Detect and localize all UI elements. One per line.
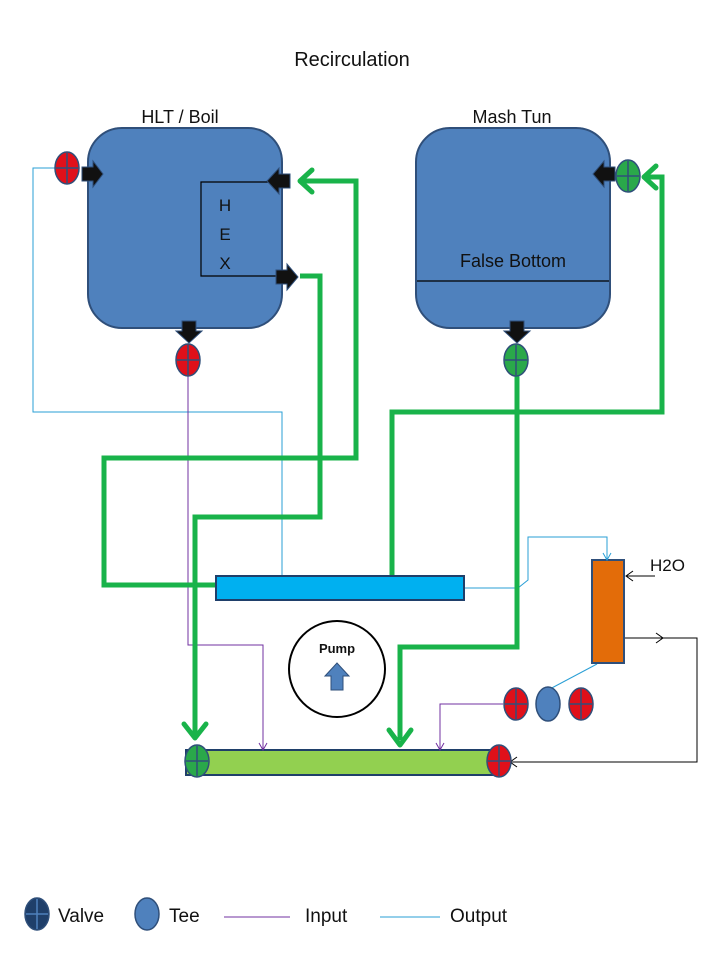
h2o-label: H2O	[650, 556, 685, 575]
counterflow-chiller	[591, 559, 625, 664]
legend-output-label: Output	[450, 906, 508, 927]
mash-tun-vessel	[415, 127, 611, 329]
wort-line-mash-drain	[397, 376, 520, 740]
mash-tun-label: Mash Tun	[472, 107, 551, 127]
wort-arrowheads	[181, 163, 659, 748]
hex-return-arrow-icon	[266, 166, 291, 196]
arrowhead-pump-outlet	[386, 727, 414, 748]
output-lines	[32, 167, 608, 691]
legend-valve-label: Valve	[58, 906, 104, 927]
chiller-outlet-line	[510, 637, 698, 763]
legend: Valve Tee Input Output	[24, 897, 508, 931]
hlt-boil-vessel	[87, 127, 283, 329]
output-line-hlt-return	[32, 167, 283, 576]
legend-input-label: Input	[305, 906, 348, 927]
h2o-arrowhead	[625, 570, 634, 582]
legend-tee-icon	[134, 897, 160, 931]
mash-drain-arrow-icon	[502, 320, 532, 344]
input-arrowhead-right	[435, 742, 445, 752]
wort-line-mash-return	[389, 174, 665, 576]
mash-drain-valve-icon	[503, 343, 529, 377]
hlt-inlet-arrow-icon	[81, 159, 104, 189]
hlt-drain-valve-icon	[175, 343, 201, 377]
hlt-inlet-valve-icon	[54, 151, 80, 185]
chiller-left-valve-icon	[503, 687, 529, 721]
input-line-chiller-return	[439, 703, 503, 750]
port-arrows	[81, 159, 616, 344]
output-line-to-chiller	[464, 536, 608, 589]
arrowhead-pump-inlet	[181, 721, 209, 741]
chiller-tee-icon	[535, 686, 561, 722]
input-line-hlt-drain	[187, 376, 264, 750]
wort-line-hex-return	[101, 178, 359, 588]
output-arrowhead-chiller	[602, 552, 612, 562]
hex-letter-h: H	[219, 196, 231, 215]
legend-valve-icon	[24, 897, 50, 931]
hex-letter-e: E	[219, 225, 230, 244]
output-line-chiller-to-tee	[547, 663, 598, 691]
arrowhead-hex-return	[297, 167, 315, 195]
chiller-out-arrowhead	[655, 632, 664, 644]
hlt-drain-arrow-icon	[174, 320, 204, 344]
mash-return-arrow-icon	[592, 159, 616, 189]
diagram-title: Recirculation	[294, 49, 410, 71]
hlt-boil-label: HLT / Boil	[141, 107, 218, 127]
pump-outlet-valve-icon	[486, 744, 512, 778]
mash-return-valve-icon	[615, 159, 641, 193]
input-arrowhead-left	[258, 742, 268, 752]
chiller-right-valve-icon	[568, 687, 594, 721]
false-bottom-label: False Bottom	[460, 251, 566, 271]
valves	[54, 151, 641, 778]
wort-lines	[101, 174, 665, 740]
input-lines	[187, 376, 503, 750]
pump-inlet-valve-icon	[184, 744, 210, 778]
legend-tee-label: Tee	[169, 906, 200, 927]
pump-direction-arrow-icon	[323, 662, 351, 691]
hex-coil	[200, 181, 282, 277]
pump-manifold	[185, 749, 503, 776]
arrowhead-mash-return	[641, 163, 659, 191]
distribution-manifold	[215, 575, 465, 601]
pump-label: Pump	[319, 641, 355, 656]
hex-letter-x: X	[219, 254, 230, 273]
hex-out-arrow-icon	[275, 262, 299, 292]
wort-line-hex-out	[192, 273, 323, 736]
